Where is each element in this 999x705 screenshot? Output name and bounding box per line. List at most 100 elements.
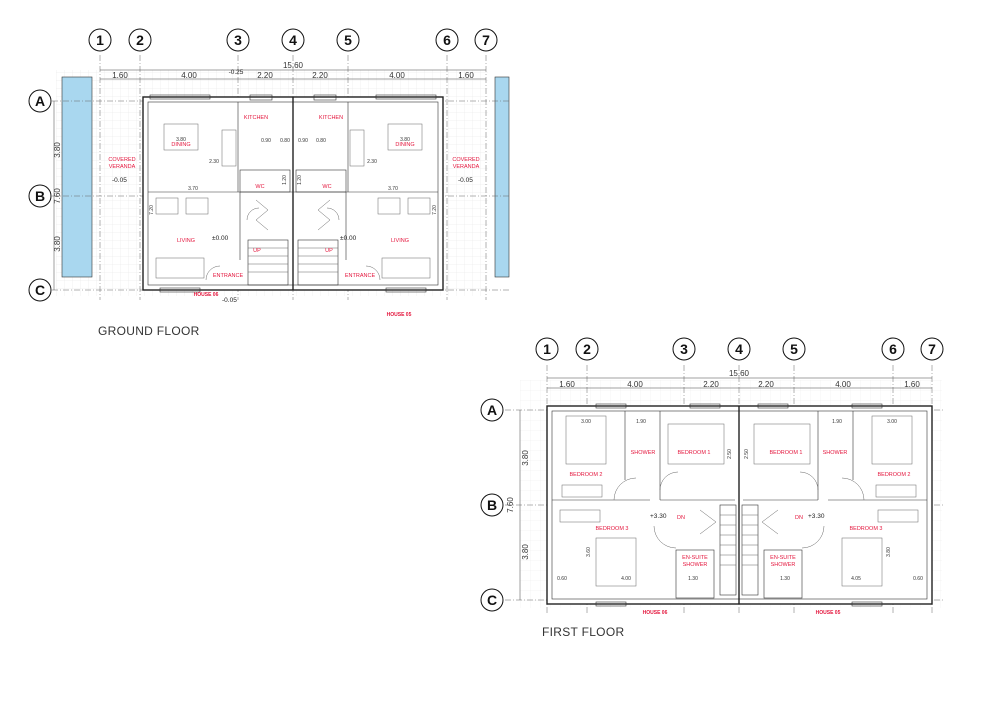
svg-text:1.20: 1.20	[297, 175, 303, 185]
gf-seg-dim-3: 2.20	[257, 71, 273, 80]
svg-text:7: 7	[482, 32, 490, 48]
ff-label-ensuite-right-1: EN-SUITE	[770, 555, 796, 561]
gf-level-top: -0.25	[229, 69, 244, 76]
gf-label-entrance-left: ENTRANCE	[213, 273, 244, 279]
ff-label-bedroom1-right: BEDROOM 1	[769, 450, 802, 456]
gf-dimension-chain: 15.60 1.60 4.00 2.20 2.20 4.00 1.60 -0.2…	[100, 61, 486, 80]
svg-text:3.70: 3.70	[388, 186, 398, 192]
ff-axis-row-a: A	[480, 398, 504, 422]
ground-floor-plan: 1 2 3 4 5 6 7 A B C 15.60 1.60 4.00 2.20…	[28, 28, 510, 338]
ff-side-dim-1: 3.80	[521, 450, 530, 466]
gf-level-living-right: ±0.00	[340, 235, 357, 242]
gf-level-veranda-right: -0.05	[458, 177, 473, 184]
svg-text:1.90: 1.90	[636, 419, 646, 425]
ff-seg-dim-4: 2.20	[758, 380, 774, 389]
ff-axis-col-5: 5	[782, 337, 806, 361]
svg-text:0.90: 0.90	[298, 138, 308, 144]
ff-stairs	[699, 504, 779, 596]
svg-text:3.70: 3.70	[188, 186, 198, 192]
gf-overall-dim: 15.60	[283, 61, 304, 70]
gf-seg-dim-4: 2.20	[312, 71, 328, 80]
first-floor-plan: 1 2 3 4 5 6 7 A B C 15.60 1.60 4.00 2.20…	[480, 337, 945, 639]
gf-axis-row-c: C	[28, 278, 52, 302]
svg-text:4.00: 4.00	[621, 576, 631, 582]
svg-text:0.90: 0.90	[261, 138, 271, 144]
gf-axis-row-b: B	[28, 184, 52, 208]
svg-text:1: 1	[543, 341, 551, 357]
svg-text:3.80: 3.80	[400, 137, 410, 143]
ff-dimension-chain: 15.60 1.60 4.00 2.20 2.20 4.00 1.60	[547, 369, 932, 389]
svg-text:C: C	[487, 592, 497, 608]
ff-side-dims: 3.80 7.60 3.80	[506, 410, 530, 600]
gf-room-labels: KITCHEN KITCHEN DINING DINING WC WC LIVI…	[108, 115, 479, 279]
gf-side-dim-2: 7.60	[53, 188, 62, 204]
ff-overall-dim: 15.60	[729, 369, 750, 378]
gf-axis-col-6: 6	[435, 28, 459, 52]
ff-walls	[546, 403, 933, 607]
svg-text:0.60: 0.60	[557, 576, 567, 582]
ff-house-label-06: HOUSE 06	[643, 610, 668, 616]
svg-text:2.50: 2.50	[727, 449, 733, 459]
ff-label-shower-left: SHOWER	[631, 450, 656, 456]
gf-axis-col-4: 4	[281, 28, 305, 52]
gf-axis-col-2: 2	[128, 28, 152, 52]
ff-axis-row-b: B	[480, 493, 504, 517]
ff-label-bedroom1-left: BEDROOM 1	[677, 450, 710, 456]
gf-label-kitchen-right: KITCHEN	[319, 115, 343, 121]
gf-axis-col-7: 7	[474, 28, 498, 52]
ff-axis-col-4: 4	[727, 337, 751, 361]
svg-text:2.30: 2.30	[367, 159, 377, 165]
ff-label-dn-right: DN	[795, 515, 803, 521]
svg-text:3.80: 3.80	[886, 547, 892, 557]
svg-text:3.00: 3.00	[887, 419, 897, 425]
svg-text:4: 4	[289, 32, 297, 48]
svg-text:4: 4	[735, 341, 743, 357]
gf-label-wc-left: WC	[255, 184, 264, 190]
gf-stairs	[247, 199, 339, 286]
svg-text:0.80: 0.80	[316, 138, 326, 144]
gf-pool-right	[494, 76, 510, 278]
svg-text:7.20: 7.20	[149, 205, 155, 215]
gf-label-veranda-left-1: COVERED	[108, 157, 135, 163]
ff-level-left: +3.30	[650, 513, 667, 520]
svg-text:1.30: 1.30	[780, 576, 790, 582]
svg-text:0.80: 0.80	[280, 138, 290, 144]
gf-seg-dim-1: 1.60	[112, 71, 128, 80]
svg-text:5: 5	[344, 32, 352, 48]
svg-text:6: 6	[443, 32, 451, 48]
ff-axis-col-6: 6	[881, 337, 905, 361]
svg-text:B: B	[487, 497, 497, 513]
svg-text:B: B	[35, 188, 45, 204]
gf-pool-left	[61, 76, 93, 278]
svg-text:3: 3	[234, 32, 242, 48]
ff-label-shower-right: SHOWER	[823, 450, 848, 456]
svg-text:1: 1	[96, 32, 104, 48]
svg-text:3.60: 3.60	[586, 547, 592, 557]
svg-text:0.60: 0.60	[913, 576, 923, 582]
svg-text:A: A	[35, 93, 45, 109]
gf-label-dining-left: DINING	[171, 142, 190, 148]
svg-text:2.30: 2.30	[209, 159, 219, 165]
ff-seg-dim-2: 4.00	[627, 380, 643, 389]
ff-side-dim-2: 7.60	[506, 497, 515, 513]
svg-text:5: 5	[790, 341, 798, 357]
svg-text:A: A	[487, 402, 497, 418]
ff-title: FIRST FLOOR	[542, 625, 624, 639]
ff-label-ensuite-right-2: SHOWER	[771, 562, 796, 568]
gf-label-kitchen-left: KITCHEN	[244, 115, 268, 121]
ff-seg-dim-5: 4.00	[835, 380, 851, 389]
svg-text:3: 3	[680, 341, 688, 357]
svg-text:2: 2	[583, 341, 591, 357]
gf-label-veranda-right-2: VERANDA	[453, 164, 480, 170]
svg-text:3.00: 3.00	[581, 419, 591, 425]
gf-level-entrance: -0.05	[222, 297, 237, 304]
gf-furniture	[155, 123, 431, 281]
gf-level-veranda-left: -0.05	[112, 177, 127, 184]
ff-small-dims: 3.00 3.00 1.90 1.90 2.50 2.50 4.00 4.05 …	[557, 419, 923, 582]
ff-side-dim-3: 3.80	[521, 544, 530, 560]
ff-label-bedroom3-right: BEDROOM 3	[849, 526, 882, 532]
gf-level-living-left: ±0.00	[212, 235, 229, 242]
ff-axis-col-2: 2	[575, 337, 599, 361]
gf-walls	[142, 94, 444, 293]
